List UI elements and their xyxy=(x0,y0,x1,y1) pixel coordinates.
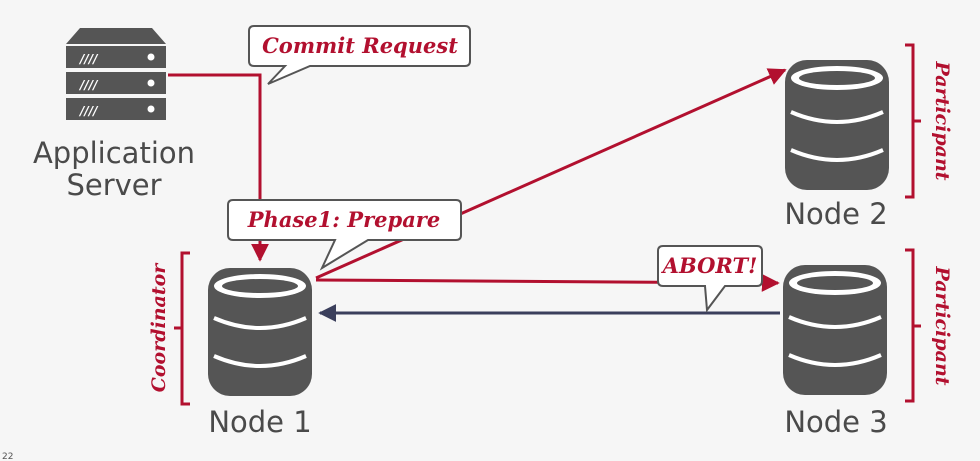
svg-text:////: //// xyxy=(78,104,99,118)
node3-label: Node 3 xyxy=(784,405,887,439)
node2-label: Node 2 xyxy=(784,197,887,231)
abort-text: ABORT! xyxy=(661,253,758,278)
coordinator-label: Coordinator xyxy=(148,262,170,393)
database-cylinder-icon xyxy=(208,268,312,396)
slide-number: 22 xyxy=(2,452,13,461)
participant-bracket-top xyxy=(905,43,921,199)
svg-text:////: //// xyxy=(78,52,99,66)
svg-text:////: //// xyxy=(78,78,99,92)
commit-request-text: Commit Request xyxy=(262,33,458,58)
prepare-arrow-node2 xyxy=(315,68,787,280)
database-cylinder-icon xyxy=(785,60,889,190)
abort-callout: ABORT! xyxy=(657,245,763,313)
participant-label-bottom: Participant xyxy=(931,265,953,385)
coordinator-bracket xyxy=(174,251,190,406)
prepare-callout: Phase1: Prepare xyxy=(227,199,462,271)
database-cylinder-icon xyxy=(783,265,887,395)
application-server-label-line1: Application xyxy=(33,136,195,170)
participant-label-top: Participant xyxy=(931,60,953,180)
commit-request-callout: Commit Request xyxy=(248,25,471,85)
server-rack-icon: //// //// //// xyxy=(66,28,166,120)
node1-label: Node 1 xyxy=(208,405,311,439)
application-server-label-line2: Server xyxy=(66,168,161,202)
commit-request-arrow xyxy=(168,73,269,262)
prepare-text: Phase1: Prepare xyxy=(247,207,440,232)
participant-bracket-bottom xyxy=(905,248,921,403)
